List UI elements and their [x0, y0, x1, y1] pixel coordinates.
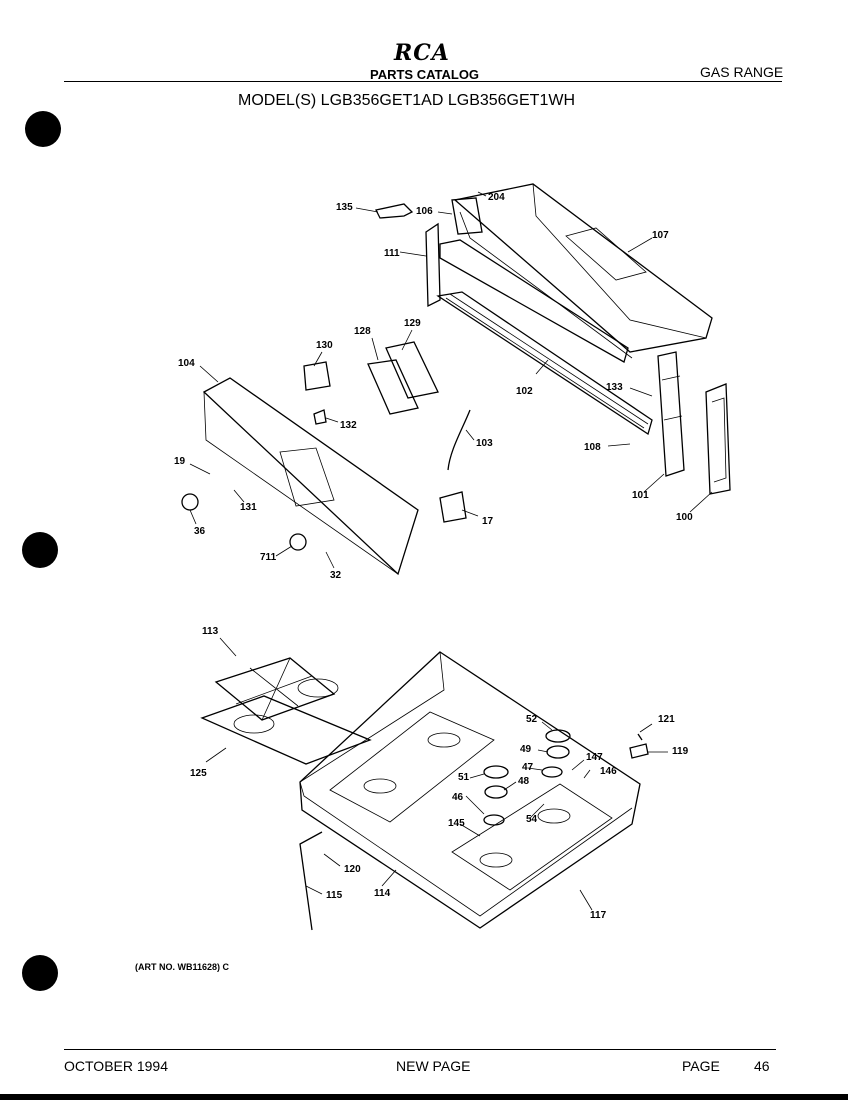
- callout: 115: [326, 890, 343, 901]
- burner-rear-left: [427, 732, 461, 748]
- grate-113: [214, 657, 336, 721]
- callout: 48: [518, 776, 530, 787]
- callout: 133: [606, 382, 623, 393]
- callout: 54: [526, 814, 538, 825]
- art-number: (ART NO. WB11628) C: [135, 962, 230, 972]
- callout: 114: [374, 888, 391, 899]
- burner-front-left: [363, 778, 397, 794]
- model-numbers: MODEL(S) LGB356GET1AD LGB356GET1WH: [238, 92, 575, 109]
- footer-page-label: PAGE: [682, 1058, 720, 1074]
- bottom-edge: [0, 1094, 848, 1100]
- callout: 103: [476, 438, 493, 449]
- screw-121: [637, 733, 643, 741]
- footer-page-number: 46: [754, 1058, 770, 1074]
- callout: 132: [340, 420, 357, 431]
- control-panel-104: [202, 377, 419, 576]
- footer-date: OCTOBER 1994: [64, 1058, 169, 1074]
- bracket-106: [451, 197, 483, 235]
- burner-rear-right: [537, 808, 571, 824]
- brand-logo: RCA: [394, 40, 450, 66]
- cap-52: [545, 729, 571, 743]
- callout: 108: [584, 442, 601, 453]
- callout: 100: [676, 512, 693, 523]
- head-46: [483, 814, 505, 826]
- rod-115: [299, 831, 323, 931]
- callout: 52: [526, 714, 538, 725]
- callout: 47: [522, 762, 534, 773]
- head-47: [541, 766, 563, 778]
- cap-49: [546, 745, 570, 759]
- callout: 130: [316, 340, 333, 351]
- leader-lines: [189, 191, 713, 911]
- drip-pan-125: [200, 678, 372, 765]
- inner-panel: [439, 239, 629, 363]
- callout: 131: [240, 502, 257, 513]
- callout: 32: [330, 570, 342, 581]
- callout: 106: [416, 206, 433, 217]
- clock-128: [367, 359, 419, 415]
- binder-hole-top: [25, 111, 61, 147]
- callout: 125: [190, 768, 207, 779]
- callout: 46: [452, 792, 464, 803]
- callout: 113: [202, 626, 219, 637]
- clip-132: [313, 409, 327, 425]
- callout: 102: [516, 386, 533, 397]
- callout: 204: [488, 192, 505, 203]
- support-101: [657, 351, 685, 477]
- callout: 17: [482, 516, 494, 527]
- side-bracket-111: [425, 222, 441, 308]
- footer-status: NEW PAGE: [396, 1058, 471, 1074]
- switch-17: [439, 491, 467, 523]
- switch-130: [303, 361, 331, 391]
- callout: 51: [458, 772, 470, 783]
- callout: 117: [590, 910, 607, 921]
- callout: 146: [600, 766, 617, 777]
- callout: 111: [384, 248, 400, 259]
- binder-hole-bottom: [22, 955, 58, 991]
- clock-face-129: [385, 341, 439, 399]
- clip-119: [629, 743, 649, 759]
- binder-hole-middle: [22, 532, 58, 568]
- callout: 121: [658, 714, 675, 725]
- cooktop-114: [299, 651, 641, 929]
- callout: 36: [194, 526, 206, 537]
- callout: 49: [520, 744, 532, 755]
- product-category: GAS RANGE: [700, 64, 784, 80]
- callout: 145: [448, 818, 465, 829]
- callout: 101: [632, 490, 649, 501]
- callout: 135: [336, 202, 353, 213]
- callout: 19: [174, 456, 186, 467]
- callout: 129: [404, 318, 421, 329]
- callout: 104: [178, 358, 195, 369]
- knob-36: [181, 493, 199, 511]
- footer-rule: [64, 1049, 776, 1050]
- callout: 711: [260, 552, 277, 563]
- cap-48: [484, 785, 508, 799]
- callout: 128: [354, 326, 371, 337]
- knob-711: [289, 533, 307, 551]
- end-cap-135: [375, 203, 414, 219]
- backguard-panel-107: [453, 183, 713, 359]
- catalog-title: PARTS CATALOG: [370, 67, 480, 82]
- burner-front-right: [479, 852, 513, 868]
- callout: 107: [652, 230, 669, 241]
- cap-51: [483, 765, 509, 779]
- end-panel-100: [705, 383, 731, 495]
- callout: 147: [586, 752, 603, 763]
- header-rule: [64, 81, 782, 82]
- callout: 119: [672, 746, 689, 757]
- callout: 120: [344, 864, 361, 875]
- harness-103: [447, 409, 471, 471]
